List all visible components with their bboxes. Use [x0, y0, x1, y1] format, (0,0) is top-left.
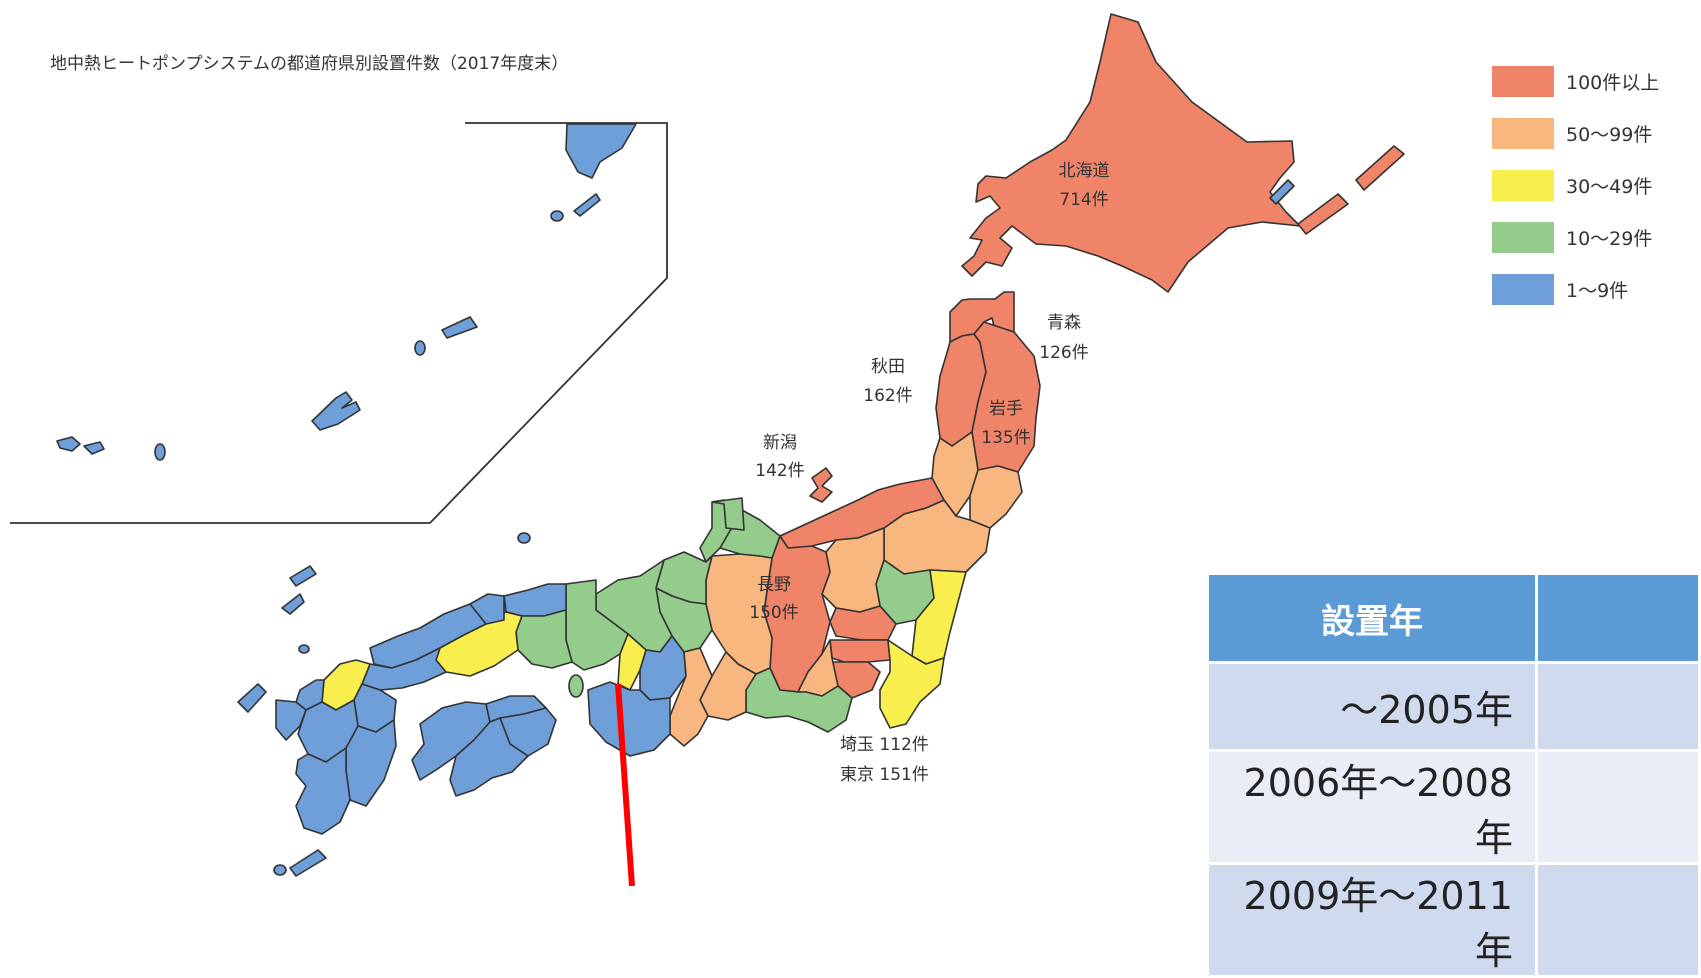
table-cell-year: 2006年〜2008年 — [1209, 752, 1535, 862]
pref-hokkaido — [961, 13, 1301, 293]
pref-tokyo — [829, 639, 891, 663]
label-tokyo: 東京 151件 — [840, 765, 929, 785]
island-miyako — [56, 436, 81, 452]
install-year-table: 設置年 〜2005年 2006年〜2008年 2009年〜2011年 — [1206, 572, 1701, 978]
label-hokkaido-name: 北海道 — [1059, 161, 1110, 181]
legend-label: 10〜29件 — [1566, 227, 1653, 250]
legend-label: 30〜49件 — [1566, 175, 1653, 198]
label-akita-count: 162件 — [863, 386, 912, 406]
legend-label: 50〜99件 — [1566, 123, 1653, 146]
label-niigata-name: 新潟 — [763, 433, 797, 453]
legend-item: 10〜29件 — [1492, 211, 1659, 263]
legend-item: 100件以上 — [1492, 55, 1659, 107]
pref-chugoku-n — [469, 593, 505, 625]
island-goto — [237, 683, 267, 713]
table-row: 2009年〜2011年 — [1209, 865, 1698, 975]
legend: 100件以上 50〜99件 30〜49件 10〜29件 1〜9件 — [1492, 55, 1659, 315]
island-kuril3 — [1269, 179, 1295, 205]
pref-noto — [711, 497, 745, 531]
pref-miyazaki — [345, 719, 397, 807]
pref-kagoshima — [295, 747, 351, 835]
legend-label: 100件以上 — [1566, 71, 1660, 94]
pref-yamagata — [931, 431, 979, 517]
label-nagano-count: 150件 — [749, 603, 798, 623]
pref-toyama — [719, 509, 781, 559]
pref-iwate — [971, 321, 1041, 473]
island-tsushima — [289, 565, 317, 587]
label-nagano-name: 長野 — [757, 575, 791, 595]
table-cell-value — [1537, 865, 1698, 975]
map-title: 地中熱ヒートポンプシステムの都道府県別設置件数（2017年度末） — [50, 54, 568, 74]
island-k2 — [289, 849, 327, 877]
pref-tottori — [503, 583, 567, 617]
table-header-col2 — [1537, 575, 1698, 661]
pref-mie — [669, 647, 713, 747]
pref-chiba — [879, 639, 945, 729]
table-cell-year: 〜2005年 — [1209, 664, 1535, 749]
legend-swatch — [1492, 221, 1554, 253]
island-iki — [281, 593, 305, 615]
inset-frame — [10, 122, 668, 524]
island-amami — [565, 123, 637, 179]
label-aomori-name: 青森 — [1047, 313, 1081, 333]
table-cell-value — [1537, 664, 1698, 749]
island-kuril2 — [1355, 145, 1405, 191]
table-cell-year: 2009年〜2011年 — [1209, 865, 1535, 975]
legend-swatch — [1492, 169, 1554, 201]
island-sado — [809, 467, 833, 503]
label-niigata-count: 142件 — [755, 461, 804, 481]
label-aomori-count: 126件 — [1039, 343, 1088, 363]
island-k3 — [273, 864, 287, 876]
island-kuril1 — [1297, 193, 1349, 235]
island-awaji — [568, 674, 584, 698]
island-k4 — [517, 532, 531, 544]
island-a2 — [573, 193, 601, 217]
legend-label: 1〜9件 — [1566, 279, 1629, 302]
legend-item: 50〜99件 — [1492, 107, 1659, 159]
island-a3 — [414, 340, 426, 356]
pref-okayama — [515, 609, 573, 669]
island-okinoerabu — [441, 316, 478, 339]
label-hokkaido-count: 714件 — [1059, 190, 1108, 210]
table-header-row: 設置年 — [1209, 575, 1698, 661]
label-saitama: 埼玉 112件 — [840, 735, 929, 755]
pref-wakayama — [587, 681, 671, 757]
label-iwate-name: 岩手 — [989, 399, 1023, 419]
legend-swatch — [1492, 273, 1554, 305]
legend-swatch — [1492, 117, 1554, 149]
pref-nara — [639, 635, 687, 701]
pref-miyagi — [969, 465, 1023, 529]
legend-swatch — [1492, 65, 1554, 97]
island-okinawa — [311, 391, 361, 431]
island-a1 — [550, 210, 564, 222]
table-cell-value — [1537, 752, 1698, 862]
annotation-line — [615, 683, 635, 886]
japan-map: 地中熱ヒートポンプシステムの都道府県別設置件数（2017年度末） — [10, 13, 1405, 886]
legend-item: 30〜49件 — [1492, 159, 1659, 211]
island-k1 — [298, 644, 310, 654]
table-header-year: 設置年 — [1209, 575, 1535, 661]
label-akita-name: 秋田 — [871, 357, 905, 377]
table-row: 〜2005年 — [1209, 664, 1698, 749]
table-row: 2006年〜2008年 — [1209, 752, 1698, 862]
island-yaeyama — [154, 443, 166, 461]
legend-item: 1〜9件 — [1492, 263, 1659, 315]
island-miyako2 — [83, 441, 105, 455]
label-iwate-count: 135件 — [981, 428, 1030, 448]
pref-kochi — [449, 717, 529, 797]
